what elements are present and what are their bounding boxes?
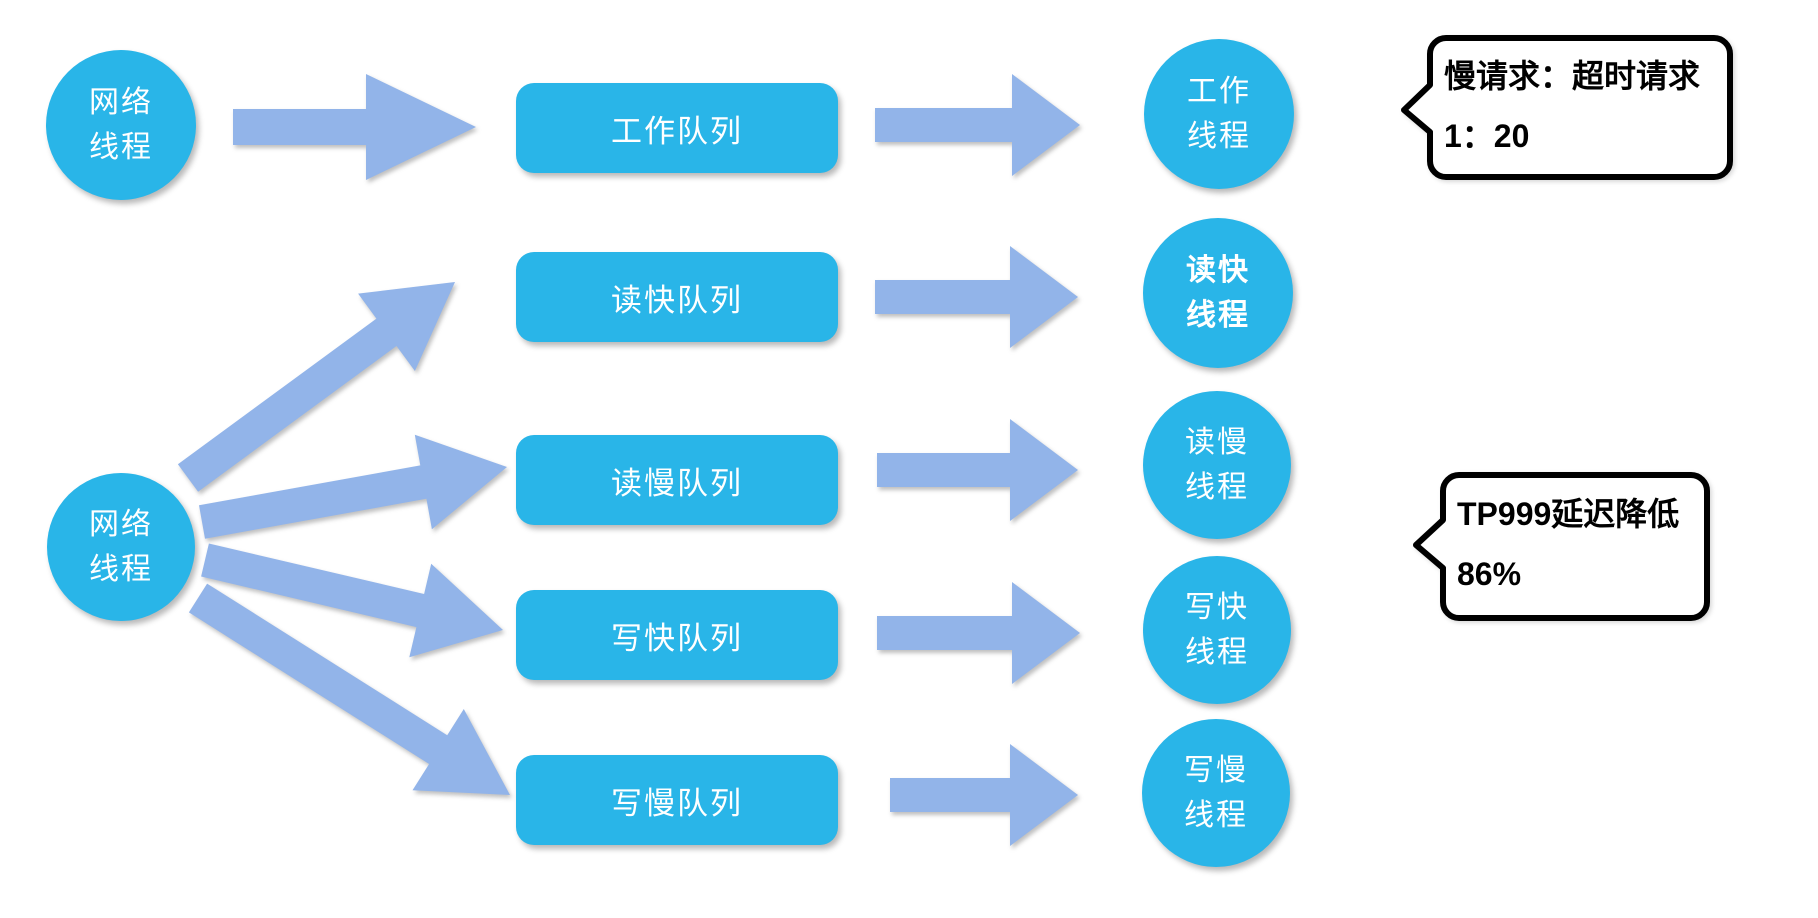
callout-bubble-tp999 — [1413, 472, 1710, 621]
node-label: 写快队列 — [611, 620, 743, 656]
arrow-network-thread-bottom-to-read-fast-queue — [177, 282, 455, 492]
node-read-slow-queue: 读慢队列 — [516, 435, 838, 525]
node-write-fast-thread: 写快 线程 — [1143, 556, 1291, 704]
callout-line: 86% — [1457, 556, 1522, 592]
node-label: 工作队列 — [611, 113, 743, 149]
node-label-line: 网络 — [89, 508, 153, 541]
node-label-line: 线程 — [89, 553, 153, 586]
callout-tp999-text: TP999延迟降低 86% — [1457, 484, 1679, 604]
arrow-network-thread-bottom-to-write-slow-queue — [188, 583, 510, 795]
arrow-network-thread-bottom-to-read-slow-queue — [199, 434, 507, 539]
node-work-queue: 工作队列 — [516, 83, 838, 173]
callout-slow-request-text: 慢请求：超时请求 1：20 — [1444, 46, 1700, 166]
node-label: 写慢队列 — [611, 785, 743, 821]
arrow-read-fast-queue-to-read-fast-thread — [875, 246, 1078, 348]
node-label-line: 线程 — [1184, 799, 1248, 832]
node-network-thread-bottom: 网络 线程 — [47, 473, 195, 621]
node-read-fast-thread: 读快 线程 — [1143, 218, 1293, 368]
arrow-work-queue-to-work-thread — [875, 74, 1080, 176]
node-write-slow-thread: 写慢 线程 — [1142, 719, 1290, 867]
node-label-line: 写慢 — [1184, 754, 1248, 787]
arrow-network-thread-top-to-work-queue — [233, 74, 476, 180]
node-read-fast-queue: 读快队列 — [516, 252, 838, 342]
node-work-thread: 工作 线程 — [1144, 39, 1294, 189]
callout-line: 慢请求：超时请求 — [1444, 58, 1701, 94]
node-label-line: 网络 — [89, 86, 153, 119]
callout-line: TP999延迟降低 — [1457, 496, 1680, 532]
node-label-line: 线程 — [89, 131, 153, 164]
node-read-slow-thread: 读慢 线程 — [1143, 391, 1291, 539]
node-write-fast-queue: 写快队列 — [516, 590, 838, 680]
arrow-write-slow-queue-to-write-slow-thread — [890, 744, 1078, 846]
node-label-line: 线程 — [1185, 636, 1249, 669]
callout-bubble-slow-request — [1401, 35, 1733, 180]
node-label-line: 工作 — [1187, 75, 1251, 108]
node-label: 读慢队列 — [611, 465, 743, 501]
node-label-line: 读快 — [1186, 254, 1250, 287]
node-label-line: 线程 — [1187, 120, 1251, 153]
node-network-thread-top: 网络 线程 — [46, 50, 196, 200]
arrow-network-thread-bottom-to-write-fast-queue — [201, 543, 503, 658]
node-label-line: 读慢 — [1185, 426, 1249, 459]
callout-line: 1：20 — [1444, 118, 1530, 154]
arrow-write-fast-queue-to-write-fast-thread — [877, 582, 1080, 684]
arrow-read-slow-queue-to-read-slow-thread — [877, 419, 1078, 521]
node-label-line: 线程 — [1185, 471, 1249, 504]
node-label-line: 写快 — [1185, 591, 1249, 624]
node-label-line: 线程 — [1186, 299, 1250, 332]
node-write-slow-queue: 写慢队列 — [516, 755, 838, 845]
node-label: 读快队列 — [611, 282, 743, 318]
